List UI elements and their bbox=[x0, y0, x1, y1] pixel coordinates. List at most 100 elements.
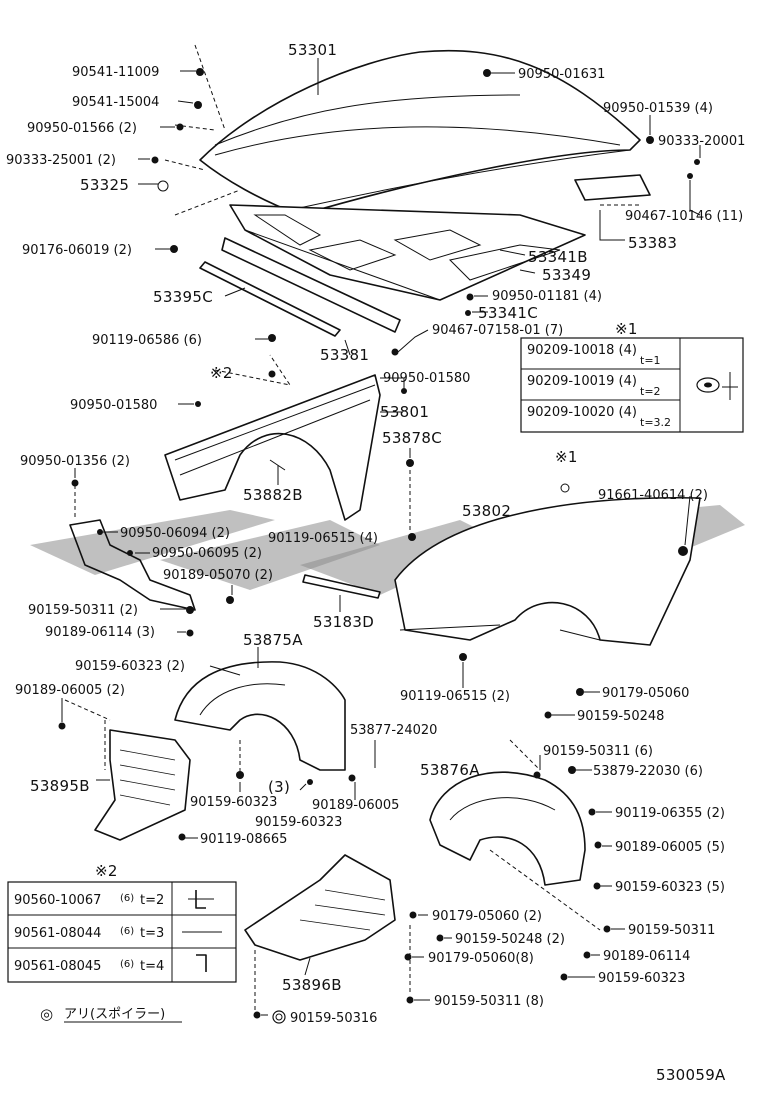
marker-ref1-top: ※1 bbox=[615, 320, 638, 338]
label-53341B: 53341B bbox=[528, 248, 588, 266]
label-53896B: 53896B bbox=[282, 976, 342, 994]
label-53349: 53349 bbox=[542, 266, 591, 284]
label-90950-01580-b: 90950-01580 bbox=[70, 398, 157, 413]
label-90159-60323-e: 90159-60323 bbox=[598, 971, 685, 986]
label-90119-06515-b: 90119-06515 (2) bbox=[400, 689, 510, 704]
label-53325: 53325 bbox=[80, 176, 129, 194]
leader-lines bbox=[61, 58, 701, 1016]
label-90159-50311-a: 90159-50311 (2) bbox=[28, 603, 138, 618]
hood-seal bbox=[221, 237, 401, 333]
clip-icon-1 bbox=[188, 890, 214, 909]
label-53878C: 53878C bbox=[382, 429, 442, 447]
mudguard-left bbox=[94, 729, 191, 841]
label-90159-60323-a: 90159-60323 (2) bbox=[75, 659, 185, 674]
table2-row3-part: 90561-08045 bbox=[14, 959, 101, 974]
table1-row2-t: t=2 bbox=[640, 385, 661, 398]
marker-ref1-mid: ※1 bbox=[555, 448, 578, 466]
label-90119-06355: 90119-06355 (2) bbox=[615, 806, 725, 821]
label-90159-50311-b: 90159-50311 (6) bbox=[543, 744, 653, 759]
label-90950-06095: 90950-06095 (2) bbox=[152, 546, 262, 561]
label-90950-01566: 90950-01566 (2) bbox=[27, 121, 137, 136]
table-ref1: 90209-10018 (4) t=1 90209-10019 (4) t=2 … bbox=[520, 337, 744, 433]
table2-row3-qty: (6) bbox=[120, 959, 134, 970]
guide-lines bbox=[64, 44, 640, 1010]
table2-row2-part: 90561-08044 bbox=[14, 926, 101, 941]
mudguard-right bbox=[244, 854, 396, 961]
label-90950-01356: 90950-01356 (2) bbox=[20, 454, 130, 469]
table2-row1-t: t=2 bbox=[140, 893, 164, 908]
legend-text: アリ(スポイラー) bbox=[64, 1007, 165, 1022]
table2-row2-qty: (6) bbox=[120, 926, 134, 937]
hood-inner-frame bbox=[229, 204, 586, 301]
label-90189-05070: 90189-05070 (2) bbox=[163, 568, 273, 583]
label-53882B: 53882B bbox=[243, 486, 303, 504]
label-90333-20001: 90333-20001 bbox=[658, 134, 745, 149]
label-90119-06586: 90119-06586 (6) bbox=[92, 333, 202, 348]
label-90119-08665: 90119-08665 bbox=[200, 832, 287, 847]
label-53895B: 53895B bbox=[30, 777, 90, 795]
label-90159-50316: 90159-50316 bbox=[290, 1011, 377, 1026]
label-90541-15004: 90541-15004 bbox=[72, 95, 159, 110]
hood-front-seal bbox=[199, 261, 341, 337]
label-53341C: 53341C bbox=[478, 304, 538, 322]
label-90179-05060-a: 90179-05060 bbox=[602, 686, 689, 701]
fender-liner-rear bbox=[429, 771, 586, 886]
table1-row3-t: t=3.2 bbox=[640, 416, 671, 429]
label-90159-60323-b: 90159-60323 bbox=[190, 795, 277, 810]
table1-row1-part: 90209-10018 (4) bbox=[527, 343, 637, 358]
label-53876A: 53876A bbox=[420, 761, 480, 779]
label-53183D: 53183D bbox=[313, 613, 374, 631]
fender-left bbox=[164, 374, 381, 521]
legend: ◎ アリ(スポイラー) bbox=[40, 1005, 182, 1023]
table2-row3-t: t=4 bbox=[140, 959, 164, 974]
label-90159-50248-a: 90159-50248 bbox=[577, 709, 664, 724]
label-53802: 53802 bbox=[462, 502, 511, 520]
label-90189-06005-b: 90189-06005 bbox=[312, 798, 399, 813]
washer-icon bbox=[696, 372, 738, 400]
fender-bracket bbox=[69, 519, 196, 611]
label-53301: 53301 bbox=[288, 41, 337, 59]
spoiler-symbol-icon bbox=[272, 1010, 286, 1024]
label-90119-06515-a: 90119-06515 (4) bbox=[268, 531, 378, 546]
table1-row2-part: 90209-10019 (4) bbox=[527, 374, 637, 389]
label-90541-11009: 90541-11009 bbox=[72, 65, 159, 80]
legend-symbol: ◎ bbox=[40, 1005, 53, 1023]
clip-icon-3 bbox=[196, 954, 207, 972]
marker-ref2-top: ※2 bbox=[210, 364, 233, 382]
label-90179-05060-c: 90179-05060(8) bbox=[428, 951, 534, 966]
label-3: (3) bbox=[268, 778, 290, 796]
label-90179-05060-b: 90179-05060 (2) bbox=[432, 909, 542, 924]
label-90950-01181: 90950-01181 (4) bbox=[492, 289, 602, 304]
label-90159-50248-b: 90159-50248 (2) bbox=[455, 932, 565, 947]
label-90950-01539: 90950-01539 (4) bbox=[603, 101, 713, 116]
label-53879-22030: 53879-22030 (6) bbox=[593, 764, 703, 779]
label-53801: 53801 bbox=[380, 403, 429, 421]
fender-right bbox=[394, 496, 701, 646]
label-90189-06114-b: 90189-06114 bbox=[603, 949, 690, 964]
label-53381: 53381 bbox=[320, 346, 369, 364]
label-90189-06114-a: 90189-06114 (3) bbox=[45, 625, 155, 640]
label-90159-50311-c: 90159-50311 bbox=[628, 923, 715, 938]
table2-row1-part: 90560-10067 bbox=[14, 893, 101, 908]
label-53383: 53383 bbox=[628, 234, 677, 252]
hood-rear-strip bbox=[574, 174, 651, 201]
part-labels: 53301 90541-11009 90950-01631 90541-1500… bbox=[6, 41, 745, 1084]
label-91661-40614: 91661-40614 (2) bbox=[598, 488, 708, 503]
label-90159-60323-c: 90159-60323 bbox=[255, 815, 342, 830]
table2-row1-qty: (6) bbox=[120, 893, 134, 904]
label-90159-60323-d: 90159-60323 (5) bbox=[615, 880, 725, 895]
label-53395C: 53395C bbox=[153, 288, 213, 306]
table2-row2-t: t=3 bbox=[140, 926, 164, 941]
label-90950-01631: 90950-01631 bbox=[518, 67, 605, 82]
label-90159-50311-d: 90159-50311 (8) bbox=[434, 994, 544, 1009]
table1-row1-t: t=1 bbox=[640, 354, 661, 367]
fasteners bbox=[58, 68, 700, 1019]
label-90176-06019: 90176-06019 (2) bbox=[22, 243, 132, 258]
label-90189-06005-a: 90189-06005 (2) bbox=[15, 683, 125, 698]
diagram-code: 530059A bbox=[656, 1066, 726, 1084]
fender-liner-front bbox=[174, 661, 346, 771]
label-90950-01580-a: 90950-01580 bbox=[383, 371, 470, 386]
label-53877-24020: 53877-24020 bbox=[350, 723, 437, 738]
table-ref2: 90560-10067 (6) t=2 90561-08044 (6) t=3 … bbox=[7, 881, 237, 983]
